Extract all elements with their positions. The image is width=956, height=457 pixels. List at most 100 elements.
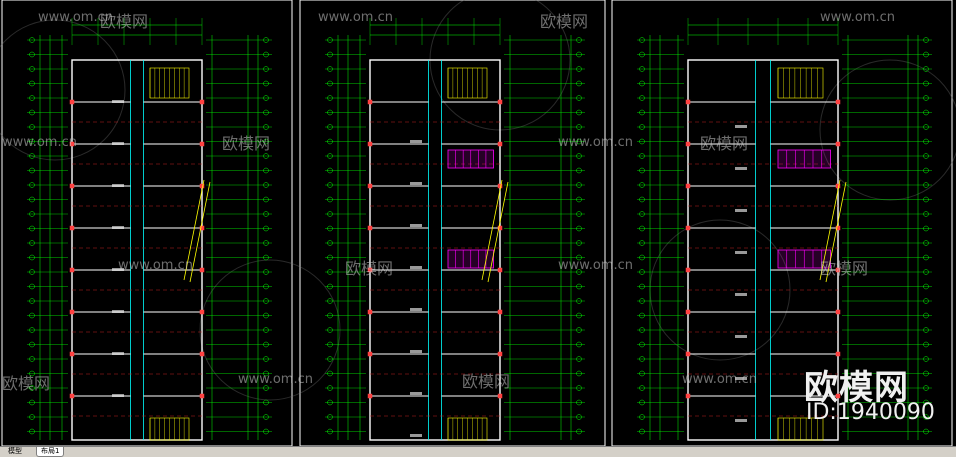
column (497, 393, 503, 399)
room-label-mark (410, 266, 422, 269)
room-label-mark (735, 209, 747, 212)
column (367, 309, 373, 315)
axis-bubble (29, 66, 35, 72)
axis-bubble (263, 370, 269, 377)
room-label-mark (410, 224, 422, 227)
axis-bubble (576, 370, 582, 377)
axis-bubble (327, 370, 333, 377)
axis-bubble (639, 327, 645, 333)
axis-bubble (923, 80, 929, 87)
watermark-url: www.om.cn (238, 372, 313, 387)
axis-bubble (923, 109, 929, 116)
axis-bubble (263, 385, 269, 391)
slanted-wall (189, 181, 211, 283)
axis-bubble (923, 240, 929, 246)
axis-bubble (29, 196, 35, 203)
axis-bubble (29, 80, 35, 87)
axis-bubble (327, 341, 333, 348)
column (69, 267, 75, 273)
axis-bubble (29, 51, 35, 58)
column (835, 267, 841, 273)
axis-bubble (327, 356, 333, 362)
column (685, 183, 691, 189)
axis-bubble (263, 51, 269, 58)
watermark-name: 欧模网 (2, 374, 51, 393)
axis-bubble (263, 312, 269, 319)
axis-bubble (576, 124, 582, 130)
column (497, 99, 503, 105)
axis-bubble (576, 211, 582, 217)
axis-bubble (29, 240, 35, 246)
axis-bubble (639, 80, 645, 87)
axis-bubble (576, 385, 582, 391)
axis-bubble (263, 138, 269, 145)
watermark-url: www.om.cn (118, 258, 193, 273)
column (835, 99, 841, 105)
axis-bubble (29, 399, 35, 406)
column (199, 393, 205, 399)
axis-bubble (29, 225, 35, 232)
axis-bubble (576, 51, 582, 58)
axis-bubble (639, 109, 645, 116)
axis-bubble (923, 167, 929, 174)
layout-tab-bar: 模型 布局1 (0, 446, 956, 457)
cad-viewport[interactable]: www.om.cn 欧模网 www.om.cn 欧模网 www.om.cn ww… (0, 0, 956, 446)
axis-bubble (29, 95, 35, 101)
axis-bubble (327, 124, 333, 130)
axis-bubble (923, 283, 929, 290)
axis-bubble (29, 211, 35, 217)
room-label-mark (112, 184, 124, 187)
column (497, 141, 503, 147)
axis-bubble (639, 95, 645, 101)
room-label-mark (410, 350, 422, 353)
axis-bubble (327, 196, 333, 203)
axis-bubble (576, 312, 582, 319)
room-label-mark (410, 308, 422, 311)
exterior-wall (687, 59, 839, 441)
axis-bubble (29, 370, 35, 377)
tab-model[interactable]: 模型 (8, 447, 22, 455)
axis-bubble (639, 385, 645, 391)
column (69, 393, 75, 399)
axis-bubble (263, 327, 269, 333)
axis-bubble (263, 298, 269, 304)
axis-bubble (923, 225, 929, 232)
watermark-url: www.om.cn (318, 10, 393, 25)
axis-bubble (327, 254, 333, 261)
axis-bubble (639, 269, 645, 275)
axis-bubble (576, 153, 582, 159)
room-label-mark (735, 335, 747, 338)
axis-bubble (263, 124, 269, 130)
room-label-mark (112, 352, 124, 355)
axis-bubble (639, 356, 645, 362)
axis-bubble (263, 211, 269, 217)
axis-bubble (263, 399, 269, 406)
axis-bubble (263, 356, 269, 362)
axis-bubble (327, 182, 333, 188)
column (199, 309, 205, 315)
watermark-url: www.om.cn (38, 10, 113, 25)
axis-bubble (29, 356, 35, 362)
axis-bubble (327, 298, 333, 304)
brand-watermark-id: ID:1940090 (806, 400, 935, 425)
column (199, 267, 205, 273)
room-label-mark (735, 167, 747, 170)
axis-bubble (327, 225, 333, 232)
room-label-mark (112, 394, 124, 397)
axis-bubble (576, 356, 582, 362)
room-label-mark (112, 142, 124, 145)
axis-bubble (576, 167, 582, 174)
axis-bubble (639, 428, 645, 435)
floor-plan-drawing (0, 0, 956, 446)
exterior-wall (369, 59, 501, 441)
axis-bubble (639, 414, 645, 420)
watermark-name: 欧模网 (462, 372, 511, 391)
axis-bubble (923, 356, 929, 362)
axis-bubble (576, 269, 582, 275)
watermark-circle (0, 19, 126, 161)
axis-bubble (576, 414, 582, 420)
watermark-name: 欧模网 (700, 134, 749, 153)
axis-bubble (639, 298, 645, 304)
axis-bubble (327, 37, 333, 43)
axis-bubble (576, 298, 582, 304)
